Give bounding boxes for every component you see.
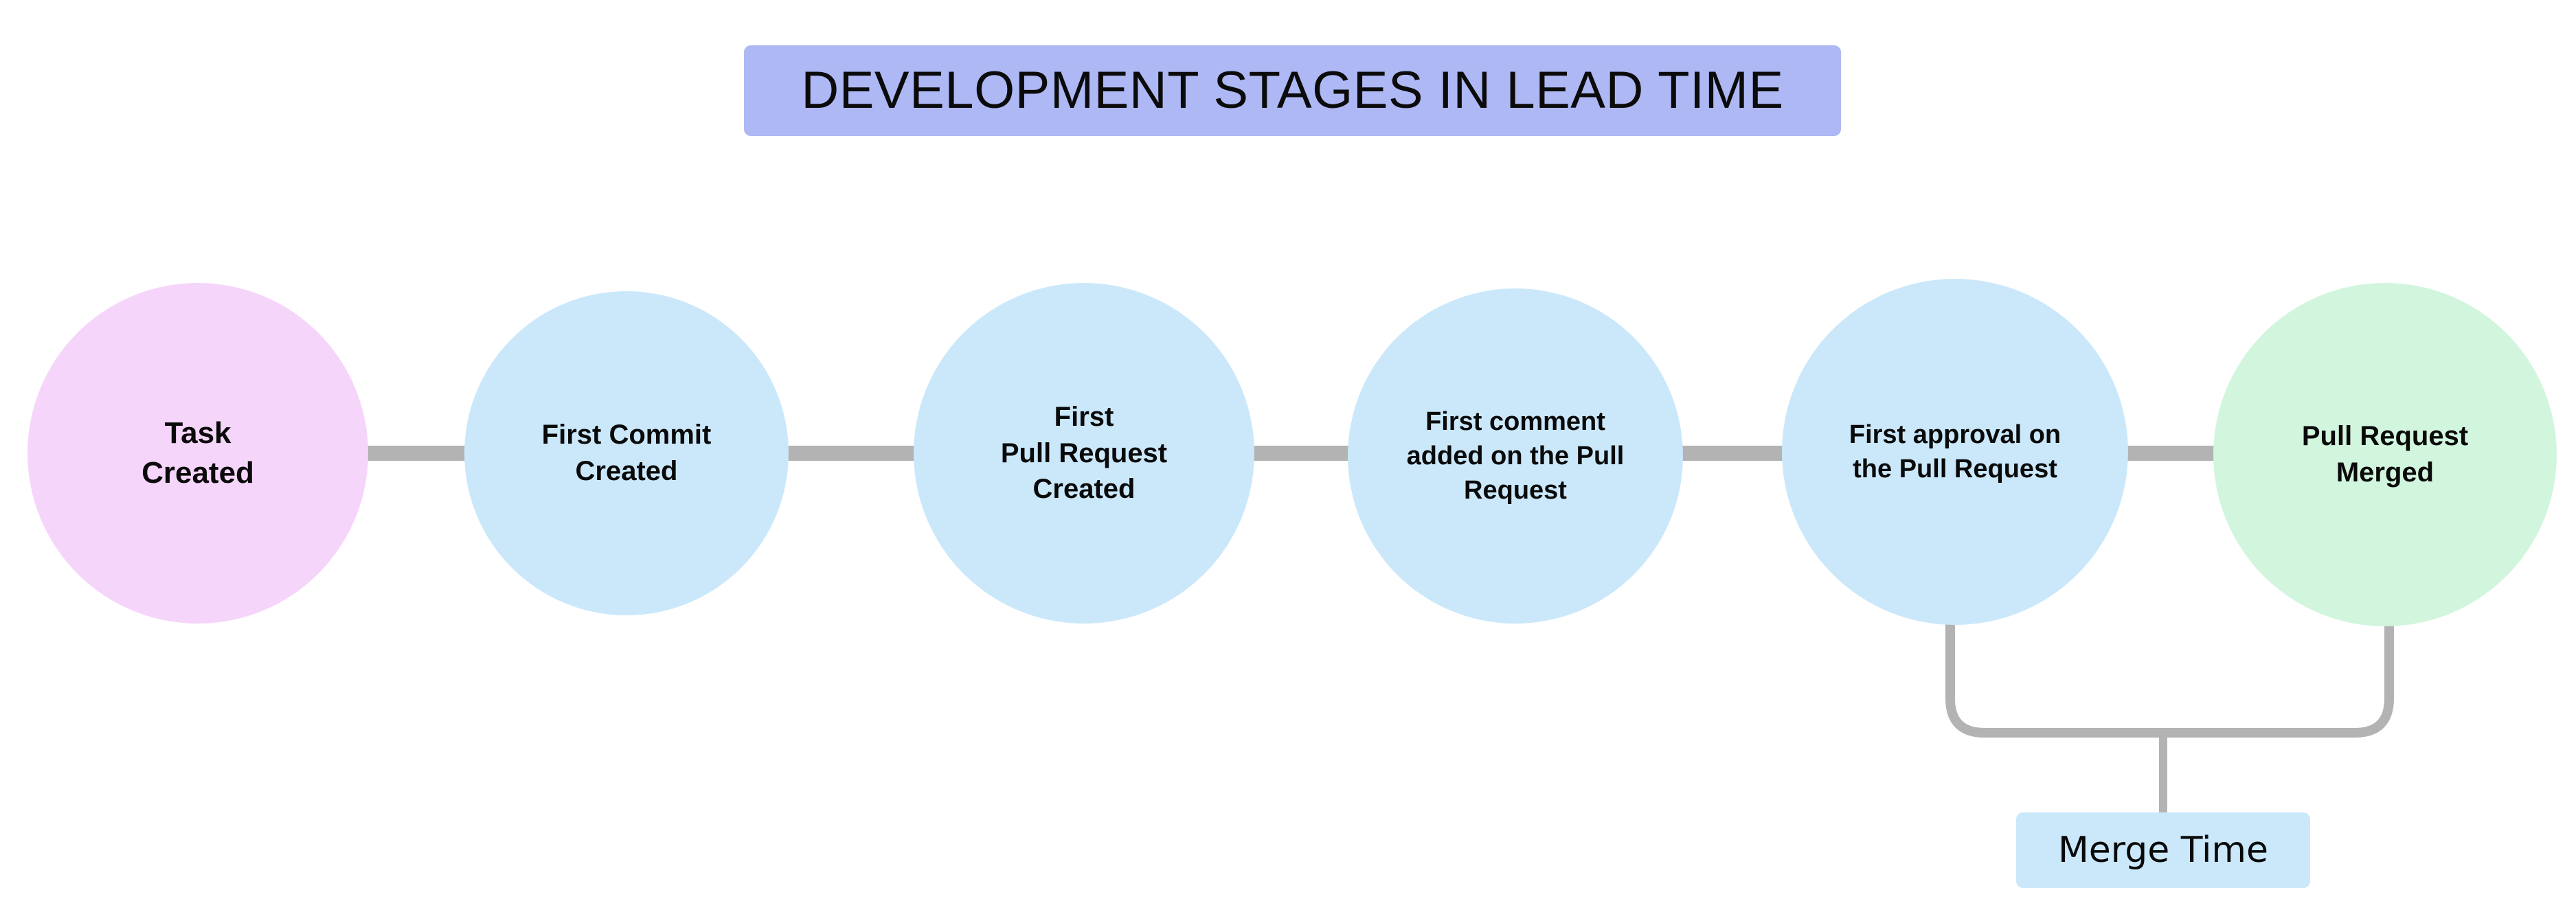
node-label: First Commit Created — [541, 420, 712, 486]
node-first-commit-created[interactable]: First Commit Created — [464, 291, 789, 615]
node-label: First approval on the Pull Request — [1849, 420, 2061, 483]
node-task-created[interactable]: Task Created — [27, 283, 368, 624]
node-first-pull-request-created[interactable]: First Pull Request Created — [914, 283, 1254, 624]
node-first-comment-on-pull-request[interactable]: First comment added on the Pull Request — [1348, 288, 1683, 624]
connector-4-5 — [1677, 446, 1787, 461]
connector-2-3 — [782, 446, 919, 461]
node-label: Task Created — [142, 415, 254, 490]
merge-time-bracket — [1945, 622, 2394, 738]
node-label: First Pull Request Created — [1000, 401, 1168, 505]
node-pull-request-merged[interactable]: Pull Request Merged — [2213, 283, 2557, 626]
node-label: First comment added on the Pull Request — [1406, 407, 1625, 505]
connector-1-2 — [362, 446, 472, 461]
connector-3-4 — [1249, 446, 1353, 461]
node-label: Pull Request Merged — [2301, 421, 2469, 488]
merge-time-badge[interactable]: Merge Time — [2016, 812, 2310, 888]
node-first-approval-on-pull-request[interactable]: First approval on the Pull Request — [1782, 279, 2128, 625]
merge-time-label: Merge Time — [2057, 830, 2269, 871]
page-title: DEVELOPMENT STAGES IN LEAD TIME — [801, 61, 1784, 119]
connector-5-6 — [2123, 446, 2219, 461]
diagram-title-banner: DEVELOPMENT STAGES IN LEAD TIME — [744, 45, 1841, 136]
